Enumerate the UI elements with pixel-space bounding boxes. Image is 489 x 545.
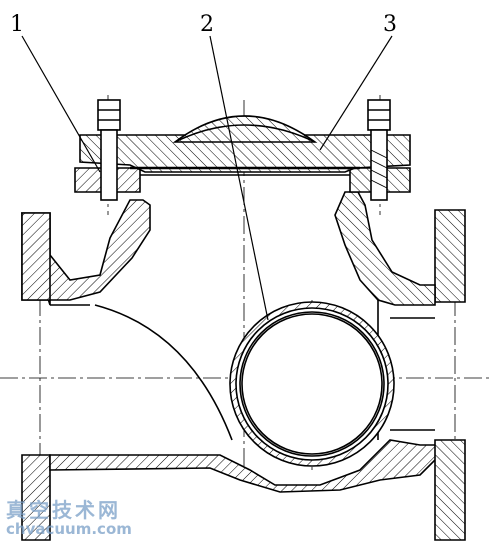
bolt-left (97, 99, 121, 201)
flow-passage (50, 304, 233, 441)
ball-disc (229, 301, 395, 467)
bolt-right (367, 99, 391, 201)
leader-lines (21, 35, 393, 321)
callout-1: 1 (10, 12, 24, 37)
callout-3: 3 (383, 12, 397, 37)
left-flange (20, 199, 151, 541)
callout-2: 2 (200, 12, 214, 37)
watermark-cn-text: 真空技术网 (6, 498, 121, 522)
watermark-url-text: chvacuum.com (6, 520, 132, 538)
bonnet-cover (79, 115, 411, 173)
lower-body-wall (49, 439, 441, 493)
